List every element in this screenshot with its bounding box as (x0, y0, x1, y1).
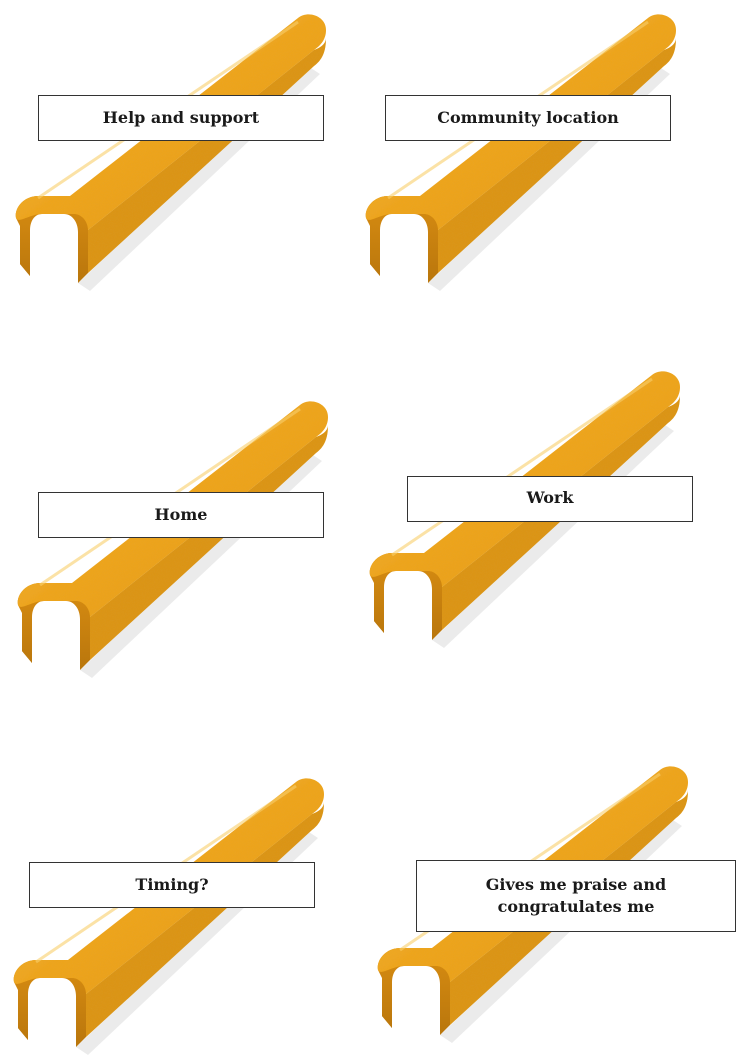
yellow-rail-icon (8, 8, 338, 298)
rung-label-help-and-support: Help and support (38, 95, 324, 141)
rung-label-text: Home (155, 504, 208, 526)
ladder-rung-1 (8, 8, 338, 298)
rung-label-timing: Timing? (29, 862, 315, 908)
ladder-rung-3 (10, 395, 340, 685)
rung-label-text: Community location (437, 107, 619, 129)
rung-label-work: Work (407, 476, 693, 522)
rung-label-text: Work (527, 487, 574, 509)
rung-label-text: Help and support (103, 107, 259, 129)
yellow-rail-icon (10, 395, 340, 685)
rung-label-home: Home (38, 492, 324, 538)
rung-label-text-line-2: congratulates me (486, 896, 666, 918)
rung-label-text-line-1: Gives me praise and (486, 874, 666, 896)
rung-label-text: Timing? (135, 874, 208, 896)
ladder-rung-5 (6, 772, 336, 1062)
yellow-rail-icon (6, 772, 336, 1062)
rung-label-praise: Gives me praise and congratulates me (416, 860, 736, 932)
yellow-rail-icon (358, 8, 688, 298)
rung-label-community-location: Community location (385, 95, 671, 141)
ladder-rung-2 (358, 8, 688, 298)
